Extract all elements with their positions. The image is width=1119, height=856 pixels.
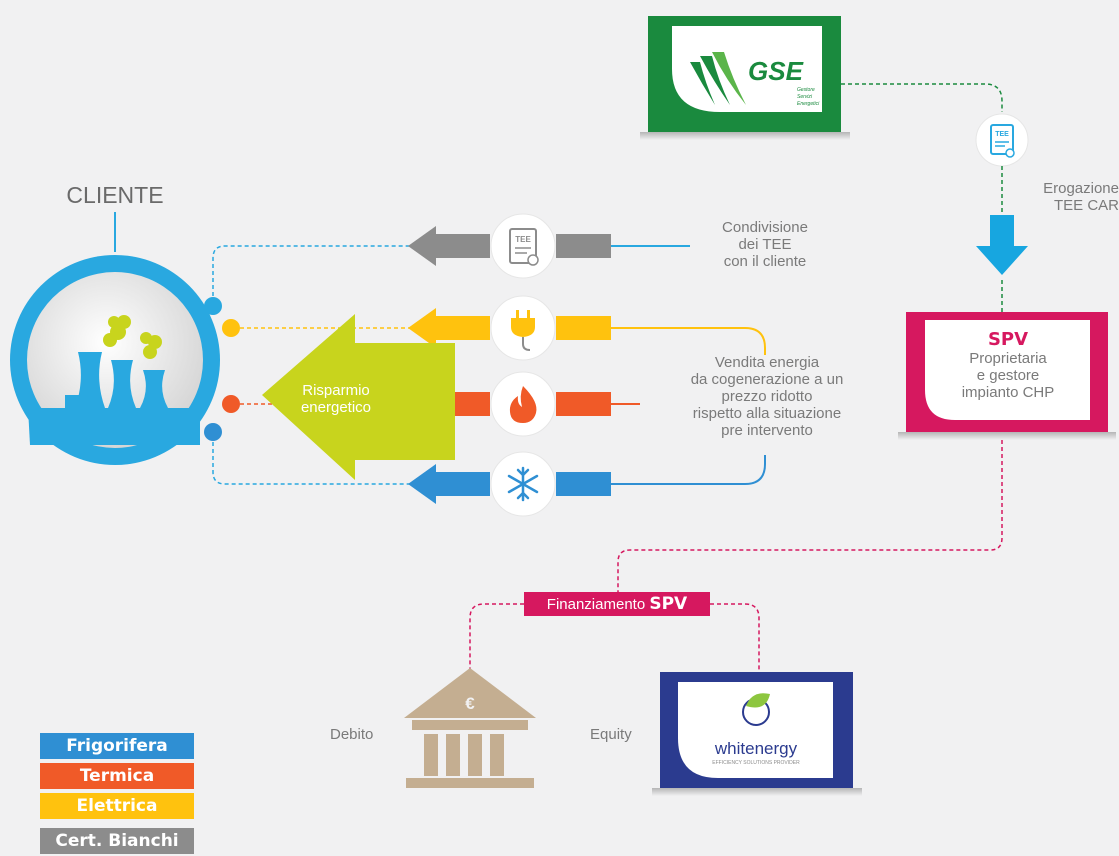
erogazione-tee-icon: TEE [975, 113, 1029, 167]
whitenergy-shadow [652, 788, 862, 796]
bank-icon: € [404, 668, 536, 788]
risparmio-arrow [262, 314, 455, 480]
client-dot-cold-top [204, 297, 222, 315]
client-dot-electric [222, 319, 240, 337]
flame-icon [490, 371, 556, 437]
factory-icon [28, 352, 200, 445]
client-dot-thermal [222, 395, 240, 413]
svg-text:EFFICIENCY SOLUTIONS PROVIDER: EFFICIENCY SOLUTIONS PROVIDER [712, 760, 800, 766]
spv-finance-dashed-line [617, 440, 1003, 600]
finanziamento-label: Finanziamento SPV [546, 594, 688, 614]
cold-flow-arrow [408, 464, 611, 504]
risparmio-text: Risparmio energetico [300, 382, 372, 416]
spv-text: SPV Proprietaria e gestore impianto CHP [926, 329, 1090, 402]
plug-icon [490, 295, 556, 361]
whitenergy-logo: whitenergy EFFICIENCY SOLUTIONS PROVIDER [660, 672, 853, 788]
spv-shadow [898, 432, 1116, 440]
svg-text:Gestore: Gestore [797, 87, 815, 93]
debito-dashed-line [469, 603, 524, 675]
erogazione-arrow [976, 215, 1028, 275]
legend-termica: Termica [40, 763, 194, 789]
condivisione-text: Condivisione dei TEE con il cliente [722, 219, 808, 270]
svg-text:€: € [465, 694, 475, 713]
vendita-bracket-top [611, 327, 766, 355]
gse-dashed-line [841, 83, 1003, 112]
legend-elettrica: Elettrica [40, 793, 194, 819]
legend-cert-bianchi: Cert. Bianchi [40, 828, 194, 854]
gse-logo: GSE Gestore Servizi Energetici [648, 16, 841, 132]
tee-certificate-icon: TEE [490, 213, 556, 279]
equity-dashed-line [710, 603, 760, 672]
electric-flow-arrow [408, 308, 611, 348]
legend-frigorifera: Frigorifera [40, 733, 194, 759]
cert-dashed-line [212, 245, 410, 296]
spv-title: SPV [987, 329, 1029, 350]
client-title: CLIENTE [66, 182, 164, 208]
cert-flow-arrow [408, 226, 611, 266]
vendita-bracket-bottom [611, 455, 766, 485]
equity-label: Equity [590, 726, 632, 743]
cold-dashed-line [212, 442, 410, 485]
svg-text:TEE: TEE [995, 131, 1009, 138]
svg-text:Servizi: Servizi [797, 94, 813, 100]
smoke-icon [103, 315, 162, 359]
vendita-text: Vendita energia da cogenerazione a un pr… [690, 354, 844, 439]
gse-shadow [640, 132, 850, 140]
svg-text:Energetici: Energetici [797, 101, 820, 107]
client-dot-cold [204, 423, 222, 441]
erogazione-text: Erogazione TEE CAR [1043, 180, 1119, 214]
debito-label: Debito [330, 726, 374, 743]
finanziamento-label-box [524, 592, 710, 616]
svg-text:TEE: TEE [515, 235, 531, 244]
svg-text:GSE: GSE [748, 56, 804, 86]
snowflake-icon [490, 451, 556, 517]
spv-box [906, 312, 1108, 432]
svg-text:whitenergy: whitenergy [714, 739, 798, 758]
